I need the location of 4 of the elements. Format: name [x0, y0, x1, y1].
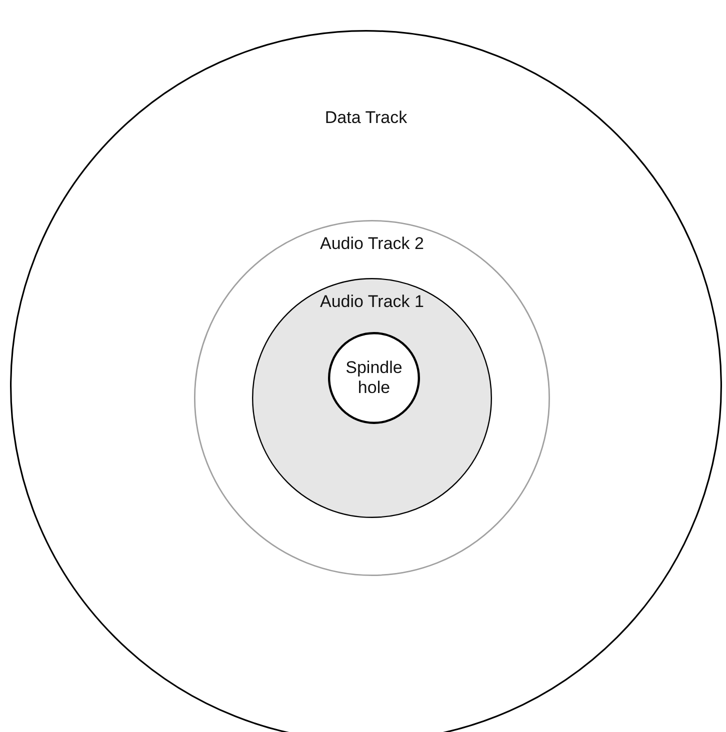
track-label: Data Track — [324, 108, 408, 128]
track-label: Audio Track 2 — [320, 234, 424, 254]
track-label: Spindle hole — [344, 358, 404, 398]
track-label: Audio Track 1 — [320, 292, 424, 312]
